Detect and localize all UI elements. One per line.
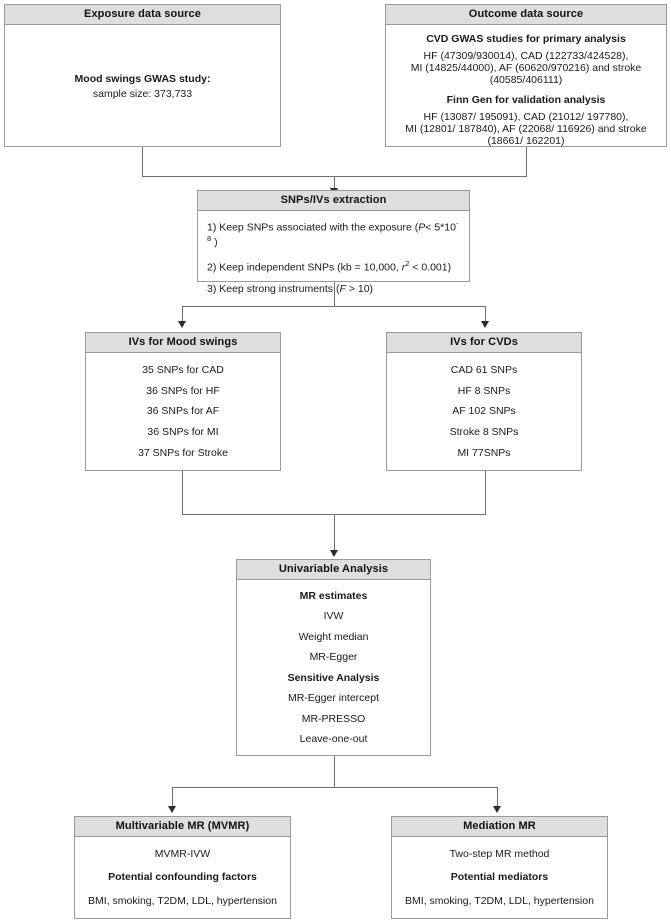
connector-to-ivs-mood: [182, 306, 183, 323]
list-item: 36 SNPs for HF: [146, 384, 220, 397]
validation-analysis-line-1: HF (13087/ 195091), CAD (21012/ 197780),: [423, 111, 629, 123]
univariable-analysis-header: Univariable Analysis: [237, 560, 430, 580]
snp-criterion-2-r-symbol: r: [401, 261, 406, 274]
connector-ivs-cvd-down: [485, 471, 486, 514]
snps-ivs-extraction-header: SNPs/IVs extraction: [198, 191, 469, 211]
list-item: MR-PRESSO: [301, 712, 366, 725]
exposure-sample-size: sample size: 373,733: [92, 87, 193, 100]
list-item: IVW: [323, 610, 344, 623]
ivs-cvds-box: IVs for CVDs CAD 61 SNPs HF 8 SNPs AF 10…: [386, 332, 582, 471]
univariable-analysis-box: Univariable Analysis MR estimates IVW We…: [236, 559, 431, 756]
snp-criterion-3: 3) Keep strong instruments (F > 10): [207, 283, 460, 295]
connector-snp-split: [182, 306, 486, 307]
ivs-cvds-header: IVs for CVDs: [387, 333, 581, 353]
snp-criterion-2-suffix: < 0.001): [409, 261, 452, 274]
snp-criterion-3-suffix: > 10): [345, 282, 374, 295]
snps-ivs-extraction-box: SNPs/IVs extraction 1) Keep SNPs associa…: [197, 190, 470, 295]
ivs-cvds-body: CAD 61 SNPs HF 8 SNPs AF 102 SNPs Stroke…: [387, 353, 581, 471]
snp-criterion-3-prefix: 3) Keep strong instruments (: [207, 282, 340, 295]
primary-analysis-title: CVD GWAS studies for primary analysis: [426, 33, 626, 45]
mediation-mr-box: Mediation MR Two-step MR method Potentia…: [391, 816, 608, 919]
multivariable-mr-body: MVMR-IVW Potential confounding factors B…: [75, 837, 290, 919]
snp-criterion-2: 2) Keep independent SNPs (kb = 10,000, r…: [207, 259, 460, 274]
validation-analysis-line-3: (18661/ 162201): [487, 135, 565, 147]
connector-univariable-down: [334, 756, 335, 787]
connector-to-ivs-cvd: [485, 306, 486, 323]
exposure-data-source-box: Exposure data source Mood swings GWAS st…: [4, 4, 281, 147]
sensitive-analysis-group-title: Sensitive Analysis: [287, 671, 380, 684]
mediation-method: Two-step MR method: [449, 848, 550, 861]
connector-outcome-down: [526, 147, 527, 176]
mediation-mr-body: Two-step MR method Potential mediators B…: [392, 837, 607, 919]
primary-analysis-line-2: MI (14825/44000), AF (60620/970216) and …: [410, 62, 642, 74]
snp-criterion-2-exponent: 2: [405, 259, 410, 268]
ivs-mood-swings-header: IVs for Mood swings: [86, 333, 280, 353]
arrow-to-ivs-mood: [178, 321, 186, 328]
list-item: Stroke 8 SNPs: [449, 426, 519, 439]
list-item: Weight median: [298, 630, 369, 643]
arrow-to-mvmr: [168, 806, 176, 813]
list-item: 36 SNPs for AF: [146, 405, 220, 418]
connector-to-univariable: [334, 514, 335, 552]
snps-ivs-extraction-body: 1) Keep SNPs associated with the exposur…: [198, 211, 469, 295]
list-item: AF 102 SNPs: [452, 405, 516, 418]
exposure-study-name: Mood swings GWAS study:: [74, 72, 211, 85]
primary-analysis-line-1: HF (47309/930014), CAD (122733/424528),: [423, 50, 629, 62]
list-item: MR-Egger: [309, 651, 358, 664]
exposure-data-source-header: Exposure data source: [5, 5, 280, 25]
connector-exposure-down: [142, 147, 143, 176]
snp-criterion-1-p-symbol: P: [418, 221, 426, 234]
snp-criterion-1-suffix: ): [211, 236, 218, 248]
connector-to-mediation: [497, 787, 498, 808]
list-item: MI 77SNPs: [457, 447, 511, 460]
validation-analysis-line-2: MI (12801/ 187840), AF (22068/ 116926) a…: [405, 123, 647, 135]
mr-estimates-group-title: MR estimates: [299, 589, 368, 602]
multivariable-mr-header: Multivariable MR (MVMR): [75, 817, 290, 837]
outcome-data-source-box: Outcome data source CVD GWAS studies for…: [385, 4, 667, 147]
mvmr-group-title: Potential confounding factors: [108, 871, 257, 884]
connector-to-snp-box: [334, 176, 335, 190]
mvmr-method: MVMR-IVW: [154, 848, 211, 861]
snp-criterion-3-f-symbol: F: [339, 282, 346, 295]
arrow-to-ivs-cvd: [481, 321, 489, 328]
list-item: 36 SNPs for MI: [147, 426, 219, 439]
ivs-mood-swings-box: IVs for Mood swings 35 SNPs for CAD 36 S…: [85, 332, 281, 471]
arrow-to-univariable: [330, 550, 338, 557]
arrow-to-mediation: [493, 806, 501, 813]
snp-criterion-1: 1) Keep SNPs associated with the exposur…: [207, 219, 460, 248]
list-item: HF 8 SNPs: [457, 384, 511, 397]
mediation-factors: BMI, smoking, T2DM, LDL, hypertension: [405, 894, 594, 907]
snp-criterion-2-prefix: 2) Keep independent SNPs (kb = 10,000,: [207, 261, 402, 274]
outcome-data-source-header: Outcome data source: [386, 5, 666, 25]
exposure-data-source-body: Mood swings GWAS study: sample size: 373…: [5, 25, 280, 147]
mvmr-factors: BMI, smoking, T2DM, LDL, hypertension: [88, 894, 277, 907]
snp-criterion-1-exponent: -8: [207, 219, 459, 243]
primary-analysis-line-3: (40585/406111): [489, 74, 563, 86]
univariable-analysis-body: MR estimates IVW Weight median MR-Egger …: [237, 580, 430, 756]
mediation-group-title: Potential mediators: [450, 871, 549, 884]
connector-to-mvmr: [172, 787, 173, 808]
list-item: 35 SNPs for CAD: [142, 363, 224, 376]
snp-criterion-1-prefix: 1) Keep SNPs associated with the exposur…: [207, 221, 419, 234]
list-item: Leave-one-out: [299, 733, 368, 746]
mediation-mr-header: Mediation MR: [392, 817, 607, 837]
multivariable-mr-box: Multivariable MR (MVMR) MVMR-IVW Potenti…: [74, 816, 291, 919]
snp-criterion-1-mid: < 5*10: [425, 221, 456, 234]
list-item: MR-Egger intercept: [287, 692, 380, 705]
list-item: 37 SNPs for Stroke: [138, 447, 228, 460]
outcome-data-source-body: CVD GWAS studies for primary analysis HF…: [386, 25, 666, 147]
validation-analysis-title: Finn Gen for validation analysis: [446, 94, 606, 106]
list-item: CAD 61 SNPs: [450, 363, 518, 376]
connector-ivs-mood-down: [182, 471, 183, 514]
ivs-mood-swings-body: 35 SNPs for CAD 36 SNPs for HF 36 SNPs f…: [86, 353, 280, 471]
connector-bottom-split: [172, 787, 497, 788]
connector-snp-down: [334, 282, 335, 306]
